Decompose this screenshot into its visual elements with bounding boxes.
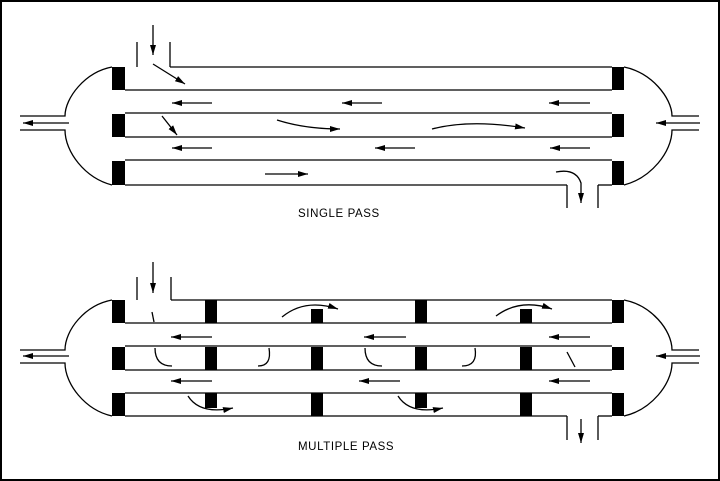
flow-arrows xyxy=(23,262,700,443)
tube-sheets-and-baffles xyxy=(112,300,624,416)
single-pass-label: SINGLE PASS xyxy=(298,208,380,220)
right-header xyxy=(623,66,699,186)
left-header xyxy=(20,299,113,417)
tubes xyxy=(125,299,612,417)
flow-arrows xyxy=(23,25,700,203)
right-header xyxy=(623,299,699,417)
multiple-pass-exchanger: MULTIPLE PASS xyxy=(20,262,700,453)
tube-sheets xyxy=(112,67,624,185)
tubes xyxy=(125,66,612,186)
single-pass-exchanger: SINGLE PASS xyxy=(20,25,700,220)
multiple-pass-label: MULTIPLE PASS xyxy=(298,441,394,453)
left-header xyxy=(20,66,113,186)
